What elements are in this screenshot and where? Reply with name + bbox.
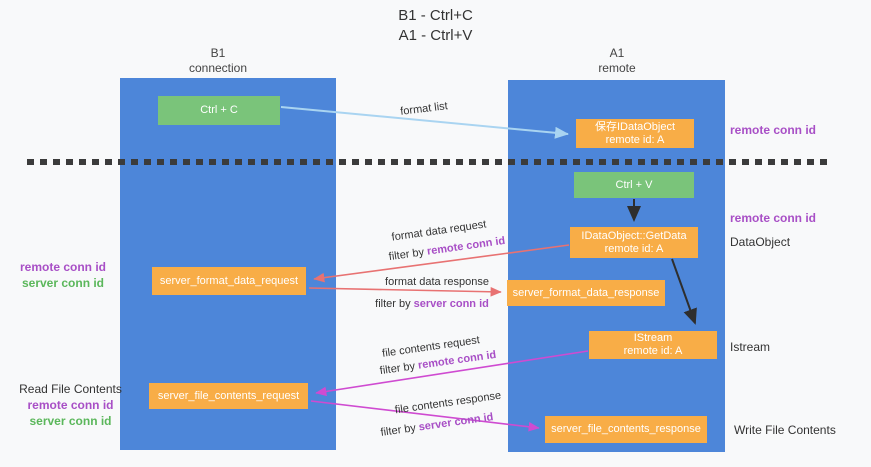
machine-boundary-dashed-line bbox=[27, 159, 832, 165]
box-server-file-contents-request: server_file_contents_request bbox=[149, 383, 308, 409]
box-ctrl-v: Ctrl + V bbox=[574, 172, 694, 198]
box-server-file-contents-response: server_file_contents_response bbox=[545, 416, 707, 443]
annotation-remote-conn-id-left-bottom: remote conn id bbox=[27, 398, 114, 412]
server-conn-id-key: server conn id bbox=[417, 411, 495, 434]
box-idataobject-getdata-line1: IDataObject::GetData bbox=[581, 229, 687, 242]
box-idataobject-getdata: IDataObject::GetData remote id: A bbox=[570, 227, 698, 258]
filter-by-text: filter by bbox=[379, 359, 419, 378]
box-save-idataobject-line1: 保存IDataObject bbox=[594, 120, 676, 133]
box-server-format-data-request-label: server_format_data_request bbox=[159, 274, 299, 287]
box-server-file-contents-request-label: server_file_contents_request bbox=[157, 389, 300, 402]
column-b1-role: connection bbox=[188, 61, 248, 75]
annotation-istream: Istream bbox=[730, 340, 771, 354]
annotation-dataobject: DataObject bbox=[730, 235, 791, 249]
box-istream: IStream remote id: A bbox=[589, 331, 717, 359]
column-header-a1: A1 remote bbox=[557, 46, 677, 76]
label-format-data-response: format data response bbox=[385, 276, 489, 288]
box-server-file-contents-response-label: server_file_contents_response bbox=[551, 423, 701, 435]
label-format-list: format list bbox=[399, 100, 449, 118]
column-a1-role: remote bbox=[598, 61, 636, 75]
title-line-2: A1 - Ctrl+V bbox=[398, 27, 473, 44]
box-server-format-data-response-label: server_format_data_response bbox=[512, 286, 660, 299]
annotation-server-conn-id-left-top: server conn id bbox=[21, 276, 105, 290]
box-ctrl-c: Ctrl + C bbox=[158, 96, 280, 125]
filter-by-text: filter by bbox=[375, 298, 414, 310]
filter-by-text: filter by bbox=[379, 421, 420, 439]
label-format-data-response-filter: filter by server conn id bbox=[375, 298, 489, 310]
box-ctrl-v-label: Ctrl + V bbox=[615, 178, 653, 191]
annotation-remote-conn-id-left-top: remote conn id bbox=[19, 260, 106, 274]
filter-by-text: filter by bbox=[388, 245, 428, 264]
box-istream-line2: remote id: A bbox=[623, 345, 683, 357]
box-ctrl-c-label: Ctrl + C bbox=[200, 104, 238, 116]
title-line-1: B1 - Ctrl+C bbox=[398, 7, 473, 24]
annotation-remote-conn-id-top: remote conn id bbox=[730, 123, 817, 137]
annotation-read-file-contents: Read File Contents bbox=[19, 382, 122, 396]
diagram-title: B1 - Ctrl+C A1 - Ctrl+V bbox=[0, 6, 871, 46]
box-idataobject-getdata-line2: remote id: A bbox=[604, 242, 664, 255]
remote-conn-id-key: remote conn id bbox=[426, 234, 506, 258]
annotation-group-conn-ids-top: remote conn id server conn id bbox=[8, 259, 118, 291]
server-conn-id-key: server conn id bbox=[413, 298, 489, 310]
arrow-format-data-response bbox=[308, 286, 502, 297]
annotation-remote-conn-id-mid: remote conn id bbox=[730, 211, 817, 225]
column-b1-name: B1 bbox=[210, 46, 226, 60]
column-header-b1: B1 connection bbox=[158, 46, 278, 76]
box-save-idataobject: 保存IDataObject remote id: A bbox=[576, 119, 694, 148]
annotation-server-conn-id-left-bottom: server conn id bbox=[29, 414, 112, 428]
box-server-format-data-response: server_format_data_response bbox=[507, 280, 665, 306]
annotation-write-file-contents: Write File Contents bbox=[734, 423, 836, 437]
box-save-idataobject-line2: remote id: A bbox=[605, 133, 665, 146]
box-istream-line1: IStream bbox=[633, 332, 673, 344]
box-server-format-data-request: server_format_data_request bbox=[152, 267, 306, 295]
annotation-group-read-file-contents: Read File Contents remote conn id server… bbox=[8, 381, 133, 429]
column-a1-name: A1 bbox=[609, 46, 625, 60]
